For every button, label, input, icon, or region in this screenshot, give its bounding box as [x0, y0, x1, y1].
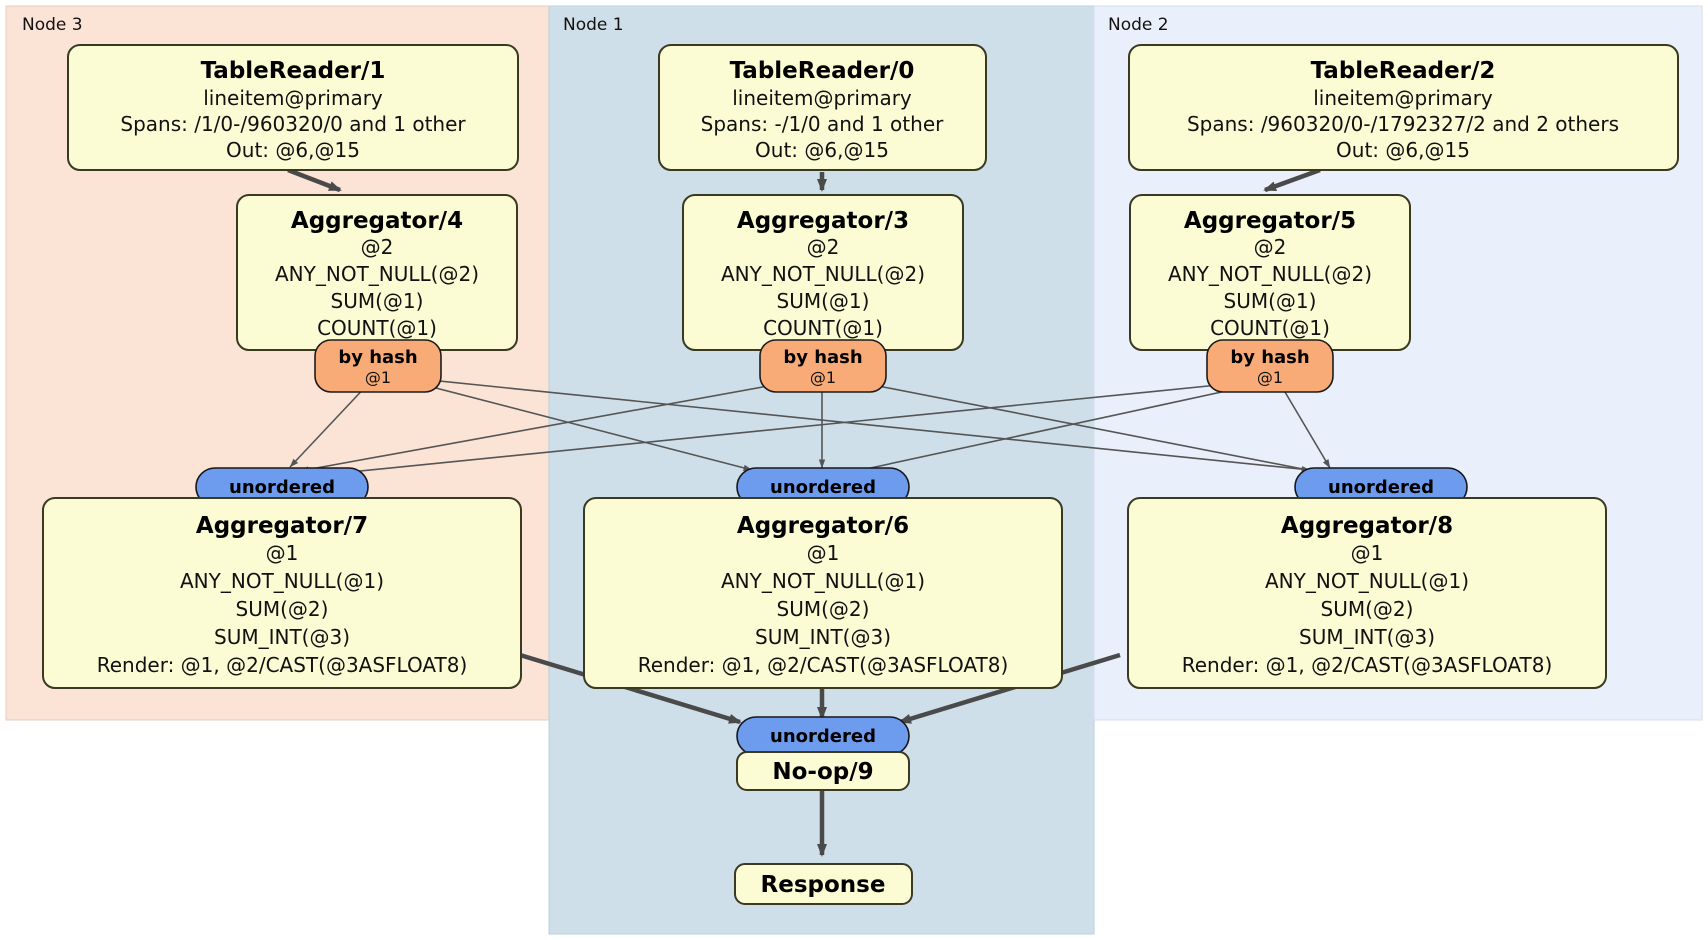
- badge-unordered-right[interactable]: unordered: [1294, 467, 1468, 507]
- aggregator-6-line-3: SUM_INT(@3): [755, 625, 891, 649]
- aggregator-7-line-1: ANY_NOT_NULL(@1): [180, 569, 384, 593]
- node-aggregator-6[interactable]: Aggregator/6 @1 ANY_NOT_NULL(@1) SUM(@2)…: [583, 497, 1063, 689]
- table-reader-0-title: TableReader/0: [730, 58, 915, 84]
- aggregator-4-line-0: @2: [361, 235, 394, 259]
- aggregator-8-line-4: Render: @1, @2/CAST(@3ASFLOAT8): [1182, 653, 1553, 677]
- edge-hash-left-to-unordered-right: [409, 377, 1311, 473]
- aggregator-3-line-2: SUM(@1): [777, 289, 870, 313]
- badge-by-hash-right-label: by hash: [1230, 347, 1309, 368]
- edge-tr1-to-agg4: [287, 167, 342, 193]
- aggregator-7-line-2: SUM(@2): [236, 597, 329, 621]
- badge-unordered-center[interactable]: unordered: [736, 467, 910, 507]
- aggregator-8-line-0: @1: [1351, 541, 1384, 565]
- edge-hash-right-to-unordered-center: [851, 387, 1241, 474]
- badge-unordered-right-label: unordered: [1328, 477, 1434, 498]
- aggregator-3-title: Aggregator/3: [737, 208, 909, 234]
- edge-hash-right-to-unordered-right: [1284, 391, 1331, 469]
- aggregator-5-title: Aggregator/5: [1184, 208, 1356, 234]
- table-reader-0-line-1: Spans: -/1/0 and 1 other: [701, 112, 944, 136]
- badge-unordered-center-label: unordered: [770, 477, 876, 498]
- aggregator-6-line-1: ANY_NOT_NULL(@1): [721, 569, 925, 593]
- aggregator-3-line-0: @2: [807, 235, 840, 259]
- aggregator-5-line-3: COUNT(@1): [1210, 316, 1330, 340]
- badge-unordered-left-label: unordered: [229, 477, 335, 498]
- badge-by-hash-center-label: by hash: [783, 347, 862, 368]
- node-table-reader-1[interactable]: TableReader/1 lineitem@primary Spans: /1…: [67, 44, 519, 171]
- table-reader-1-line-0: lineitem@primary: [203, 86, 383, 110]
- node-table-reader-0[interactable]: TableReader/0 lineitem@primary Spans: -/…: [658, 44, 987, 171]
- badge-by-hash-center-sub: @1: [810, 368, 836, 387]
- edge-hash-left-to-unordered-center: [404, 379, 753, 471]
- aggregator-5-line-2: SUM(@1): [1224, 289, 1317, 313]
- node-aggregator-3[interactable]: Aggregator/3 @2 ANY_NOT_NULL(@2) SUM(@1)…: [682, 194, 964, 351]
- aggregator-7-line-0: @1: [266, 541, 299, 565]
- panel-node-2-label: Node 2: [1108, 15, 1169, 35]
- aggregator-8-title: Aggregator/8: [1281, 513, 1453, 539]
- badge-by-hash-center[interactable]: by hash @1: [759, 339, 887, 393]
- aggregator-8-line-1: ANY_NOT_NULL(@1): [1265, 569, 1469, 593]
- aggregator-6-title: Aggregator/6: [737, 513, 909, 539]
- node-aggregator-4[interactable]: Aggregator/4 @2 ANY_NOT_NULL(@2) SUM(@1)…: [236, 194, 518, 351]
- panel-node-1-label: Node 1: [563, 15, 624, 35]
- panel-node-3-label: Node 3: [22, 15, 83, 35]
- aggregator-8-line-3: SUM_INT(@3): [1299, 625, 1435, 649]
- aggregator-6-line-2: SUM(@2): [777, 597, 870, 621]
- edge-hash-left-to-unordered-left: [289, 381, 371, 468]
- noop-9-title: No-op/9: [772, 759, 873, 785]
- node-aggregator-8[interactable]: Aggregator/8 @1 ANY_NOT_NULL(@1) SUM(@2)…: [1127, 497, 1607, 689]
- edge-hash-right-to-unordered-left: [309, 382, 1239, 479]
- aggregator-7-line-4: Render: @1, @2/CAST(@3ASFLOAT8): [97, 653, 468, 677]
- aggregator-4-line-1: ANY_NOT_NULL(@2): [275, 262, 479, 286]
- aggregator-6-line-0: @1: [807, 541, 840, 565]
- edge-hash-center-to-unordered-left: [299, 381, 791, 473]
- badge-by-hash-left[interactable]: by hash @1: [314, 339, 442, 393]
- node-noop-9[interactable]: No-op/9: [736, 751, 910, 791]
- aggregator-3-line-3: COUNT(@1): [763, 316, 883, 340]
- table-reader-1-line-2: Out: @6,@15: [226, 138, 360, 162]
- edge-hash-center-to-unordered-right: [857, 381, 1319, 474]
- aggregator-5-line-1: ANY_NOT_NULL(@2): [1168, 262, 1372, 286]
- aggregator-4-line-3: COUNT(@1): [317, 316, 437, 340]
- node-response[interactable]: Response: [734, 863, 913, 905]
- badge-unordered-final-label: unordered: [770, 726, 876, 747]
- response-title: Response: [761, 872, 886, 898]
- aggregator-4-title: Aggregator/4: [291, 208, 463, 234]
- table-reader-0-line-0: lineitem@primary: [732, 86, 912, 110]
- table-reader-2-line-2: Out: @6,@15: [1336, 138, 1470, 162]
- table-reader-2-line-0: lineitem@primary: [1313, 86, 1493, 110]
- aggregator-5-line-0: @2: [1254, 235, 1287, 259]
- table-reader-1-line-1: Spans: /1/0-/960320/0 and 1 other: [120, 112, 466, 136]
- table-reader-2-title: TableReader/2: [1311, 58, 1496, 84]
- node-aggregator-5[interactable]: Aggregator/5 @2 ANY_NOT_NULL(@2) SUM(@1)…: [1129, 194, 1411, 351]
- table-reader-0-line-2: Out: @6,@15: [755, 138, 889, 162]
- aggregator-6-line-4: Render: @1, @2/CAST(@3ASFLOAT8): [638, 653, 1009, 677]
- badge-by-hash-right[interactable]: by hash @1: [1206, 339, 1334, 393]
- badge-unordered-final[interactable]: unordered: [736, 716, 910, 756]
- aggregator-4-line-2: SUM(@1): [331, 289, 424, 313]
- badge-by-hash-left-label: by hash: [338, 347, 417, 368]
- table-reader-1-title: TableReader/1: [201, 58, 386, 84]
- aggregator-7-title: Aggregator/7: [196, 513, 368, 539]
- aggregator-8-line-2: SUM(@2): [1321, 597, 1414, 621]
- aggregator-3-line-1: ANY_NOT_NULL(@2): [721, 262, 925, 286]
- node-aggregator-7[interactable]: Aggregator/7 @1 ANY_NOT_NULL(@1) SUM(@2)…: [42, 497, 522, 689]
- badge-by-hash-left-sub: @1: [365, 368, 391, 387]
- edge-tr2-to-agg5: [1263, 167, 1321, 193]
- aggregator-7-line-3: SUM_INT(@3): [214, 625, 350, 649]
- table-reader-2-line-1: Spans: /960320/0-/1792327/2 and 2 others: [1187, 112, 1619, 136]
- badge-by-hash-right-sub: @1: [1257, 368, 1283, 387]
- node-table-reader-2[interactable]: TableReader/2 lineitem@primary Spans: /9…: [1128, 44, 1679, 171]
- badge-unordered-left[interactable]: unordered: [195, 467, 369, 507]
